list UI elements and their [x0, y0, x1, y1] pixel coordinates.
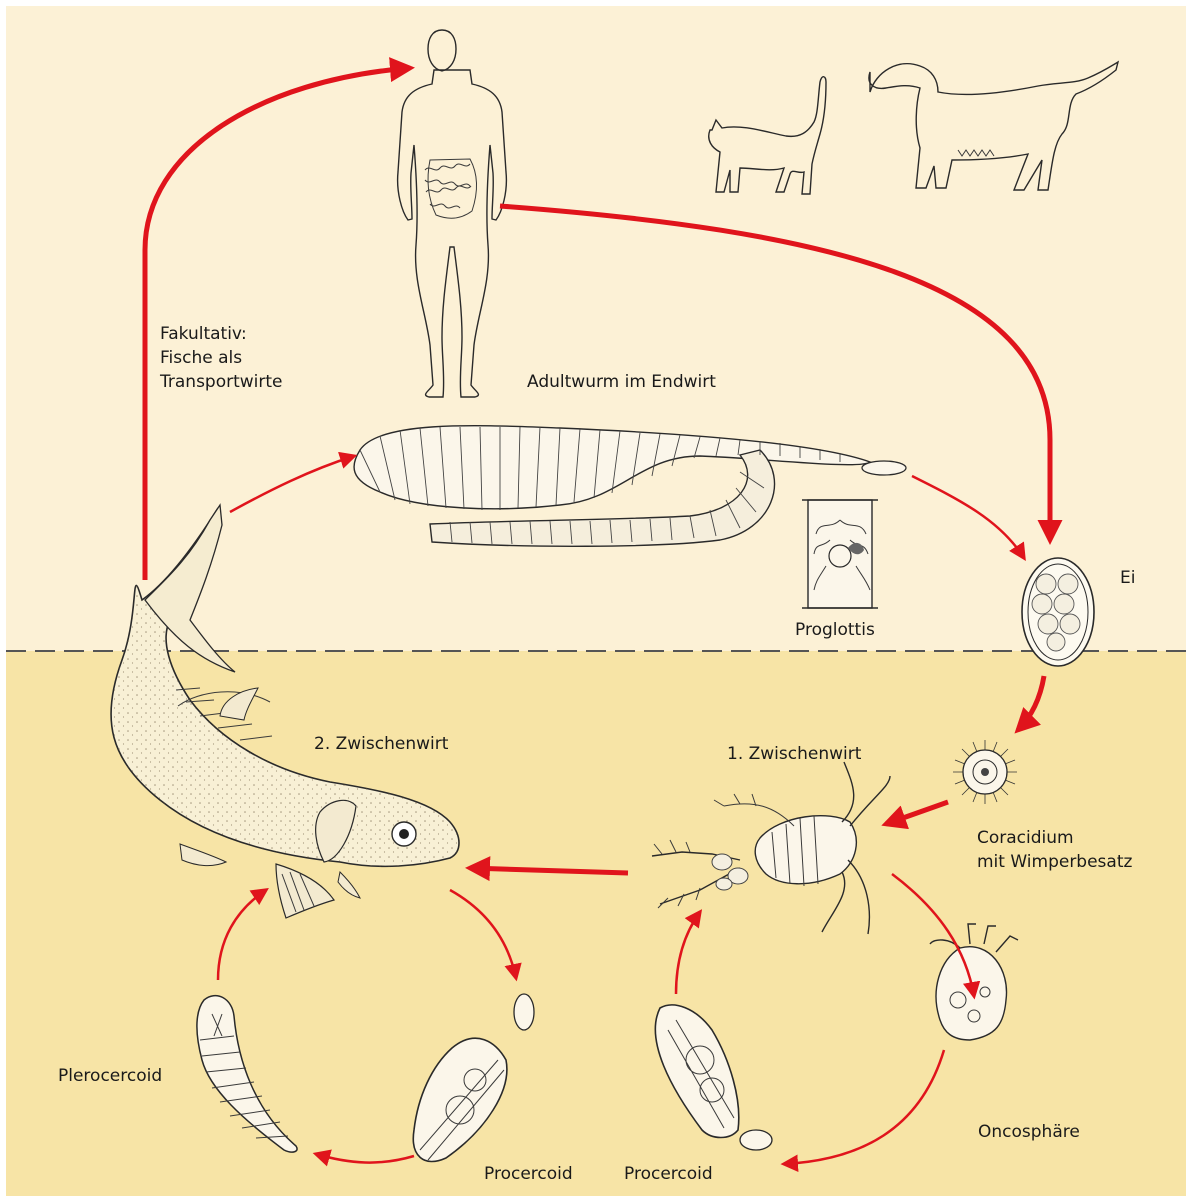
adult-worm-label: Adultwurm im Endwirt: [527, 370, 716, 394]
egg-label: Ei: [1120, 566, 1135, 590]
plerocercoid-label: Plerocercoid: [58, 1064, 162, 1088]
coracidium-line-1: Coracidium: [977, 826, 1132, 850]
coracidium-label: Coracidium mit Wimperbesatz: [977, 826, 1132, 874]
coracidium-line-2: mit Wimperbesatz: [977, 850, 1132, 874]
facultative-line-1: Fakultativ:: [160, 322, 350, 346]
proglottid-icon: [802, 500, 878, 608]
procercoid-left-label: Procercoid: [484, 1162, 573, 1186]
oncosphere-label: Oncosphäre: [978, 1120, 1080, 1144]
facultative-transport-label: Fakultativ: Fische als Transportwirte: [160, 322, 350, 394]
procercoid-right-label: Procercoid: [624, 1162, 713, 1186]
first-intermediate-host-label: 1. Zwischenwirt: [727, 742, 861, 766]
facultative-line-3: Transportwirte: [160, 370, 350, 394]
proglottid-label: Proglottis: [795, 618, 875, 642]
coracidium-icon: [953, 740, 1017, 804]
egg-icon: [1022, 558, 1094, 666]
second-intermediate-host-label: 2. Zwischenwirt: [314, 732, 448, 756]
facultative-line-2: Fische als: [160, 346, 350, 370]
